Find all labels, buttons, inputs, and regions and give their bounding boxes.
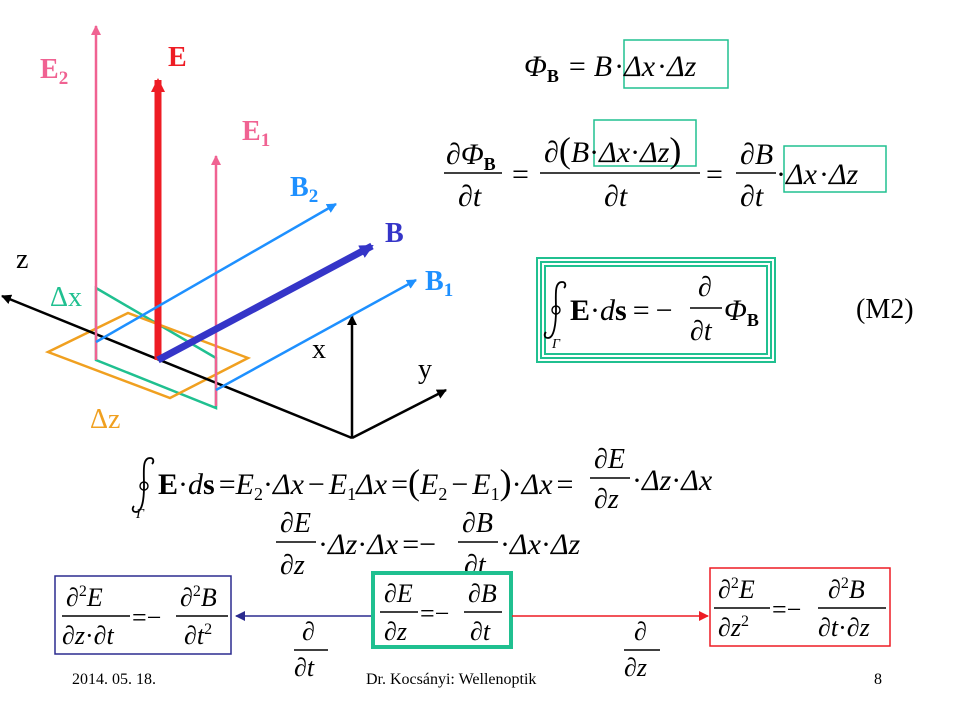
svg-text:∂E: ∂E	[280, 508, 311, 539]
svg-text:∂t: ∂t	[470, 617, 491, 646]
m2-frame-outer	[536, 257, 776, 363]
inner-highlight-box	[593, 119, 697, 167]
svg-text:∂t: ∂t	[294, 653, 315, 682]
svg-text:∂: ∂	[634, 617, 647, 646]
svg-text:ΦB=B·Δx·Δz: ΦB=B·Δx·Δz	[524, 50, 697, 86]
svg-text:∂z2: ∂z2	[718, 613, 749, 642]
svg-text:∂B: ∂B	[740, 138, 773, 171]
svg-text:∂t: ∂t	[690, 316, 713, 347]
svg-text:=−: =−	[132, 603, 161, 632]
label-b2: B2	[290, 172, 318, 207]
label-y-axis: y	[418, 354, 432, 385]
label-e: E	[168, 42, 187, 73]
svg-text:∂B: ∂B	[462, 508, 493, 539]
wave-equation-z-box: ∂2E ∂z2 =− ∂2B ∂t·∂z	[709, 567, 891, 647]
svg-text:∂t: ∂t	[458, 180, 482, 213]
svg-text:∂t·∂z: ∂t·∂z	[818, 613, 870, 642]
svg-text:·Δx·Δz: ·Δx·Δz	[776, 158, 859, 191]
svg-text:∂2B: ∂2B	[180, 583, 217, 612]
label-dx: Δx	[50, 282, 82, 313]
svg-text:·Δx·Δz: ·Δx·Δz	[500, 528, 581, 561]
svg-text:Γ: Γ	[135, 507, 145, 522]
first-order-equation-box: ∂E ∂z =− ∂B ∂t	[371, 571, 513, 649]
b1-vector	[215, 278, 417, 392]
equality-equation: ∂E ∂z ·Δz·Δx=− ∂B ∂t ·Δx·Δz	[276, 508, 581, 581]
svg-text:Γ: Γ	[551, 337, 561, 352]
svg-text:=−: =−	[420, 599, 449, 628]
footer-date: 2014. 05. 18.	[72, 671, 156, 688]
svg-text:∂E: ∂E	[384, 579, 413, 608]
m2-frame-inner	[544, 265, 768, 355]
field-diagram: E2 E E1 B2 B B1 z Δx x y Δz	[1, 25, 453, 440]
svg-text:=: =	[512, 158, 529, 191]
svg-text:E·ds=−: E·ds=−	[570, 294, 673, 327]
svg-text:∂t: ∂t	[604, 180, 628, 213]
flux-equation: ΦB=B·Δx·Δz	[524, 39, 729, 89]
label-e2: E2	[40, 54, 68, 89]
svg-text:E·ds=E2·Δx−E1Δx=(E2−E1)·Δx=: E·ds=E2·Δx−E1Δx=(E2−E1)·Δx=	[158, 462, 573, 504]
wave-equation-mixed-box: ∂2E ∂z·∂t =− ∂2B ∂t2	[54, 575, 232, 655]
svg-text:∂: ∂	[302, 617, 315, 646]
svg-text:∂z: ∂z	[384, 617, 407, 646]
footer-author: Dr. Kocsányi: Wellenoptik	[366, 671, 536, 688]
svg-text:ΦB: ΦB	[724, 294, 759, 330]
svg-text:∂E: ∂E	[594, 444, 625, 475]
label-z-axis: z	[16, 244, 28, 275]
svg-text:∂z·∂t: ∂z·∂t	[62, 621, 115, 650]
partial-t-operator: ∂ ∂t	[294, 617, 328, 682]
svg-text:·Δz·Δx: ·Δz·Δx	[632, 464, 713, 497]
svg-text:∂(B·Δx·Δz): ∂(B·Δx·Δz)	[544, 130, 681, 170]
svg-text:∂: ∂	[698, 272, 712, 303]
svg-text:∂B: ∂B	[468, 579, 497, 608]
svg-text:=: =	[706, 158, 723, 191]
b-vector	[156, 242, 374, 364]
svg-text:∂2B: ∂2B	[828, 575, 865, 604]
svg-text:∂2E: ∂2E	[718, 575, 755, 604]
svg-text:∂ΦB: ∂ΦB	[446, 138, 496, 174]
m2-label: (M2)	[856, 294, 914, 325]
svg-text:∂2E: ∂2E	[66, 583, 103, 612]
flux-highlight-box	[623, 39, 729, 89]
svg-text:∂z: ∂z	[594, 484, 619, 515]
label-dz: Δz	[90, 404, 120, 435]
dz-plane	[44, 311, 252, 400]
faraday-law-equation: Γ E·ds=− ∂ ∂t ΦB (M2)	[536, 257, 914, 363]
y-axis	[351, 388, 447, 440]
svg-text:·Δz·Δx=−: ·Δz·Δx=−	[318, 528, 436, 561]
partial-z-operator: ∂ ∂z	[624, 617, 660, 682]
svg-text:∂t2: ∂t2	[184, 621, 212, 650]
circulation-equation: Γ E·ds=E2·Δx−E1Δx=(E2−E1)·Δx= ∂E ∂z ·Δz·…	[131, 444, 713, 522]
label-b: B	[385, 218, 404, 249]
m2-frame-mid	[540, 261, 772, 359]
b2-vector	[95, 202, 337, 344]
svg-text:∂z: ∂z	[280, 550, 305, 581]
z-axis	[1, 294, 353, 440]
flux-derivative-equation: ∂ΦB ∂t = ∂(B·Δx·Δz) ∂t = ∂B ∂t ·Δx·Δz	[444, 119, 887, 213]
footer-page-number: 8	[874, 671, 882, 688]
label-x-axis: x	[312, 334, 326, 365]
svg-text:∂z: ∂z	[624, 653, 647, 682]
label-e1: E1	[242, 116, 270, 151]
svg-text:=−: =−	[772, 595, 801, 624]
svg-text:∂t: ∂t	[740, 180, 764, 213]
label-b1: B1	[425, 266, 453, 301]
rhs-highlight-box	[783, 145, 887, 193]
svg-text:∂t: ∂t	[464, 550, 487, 581]
